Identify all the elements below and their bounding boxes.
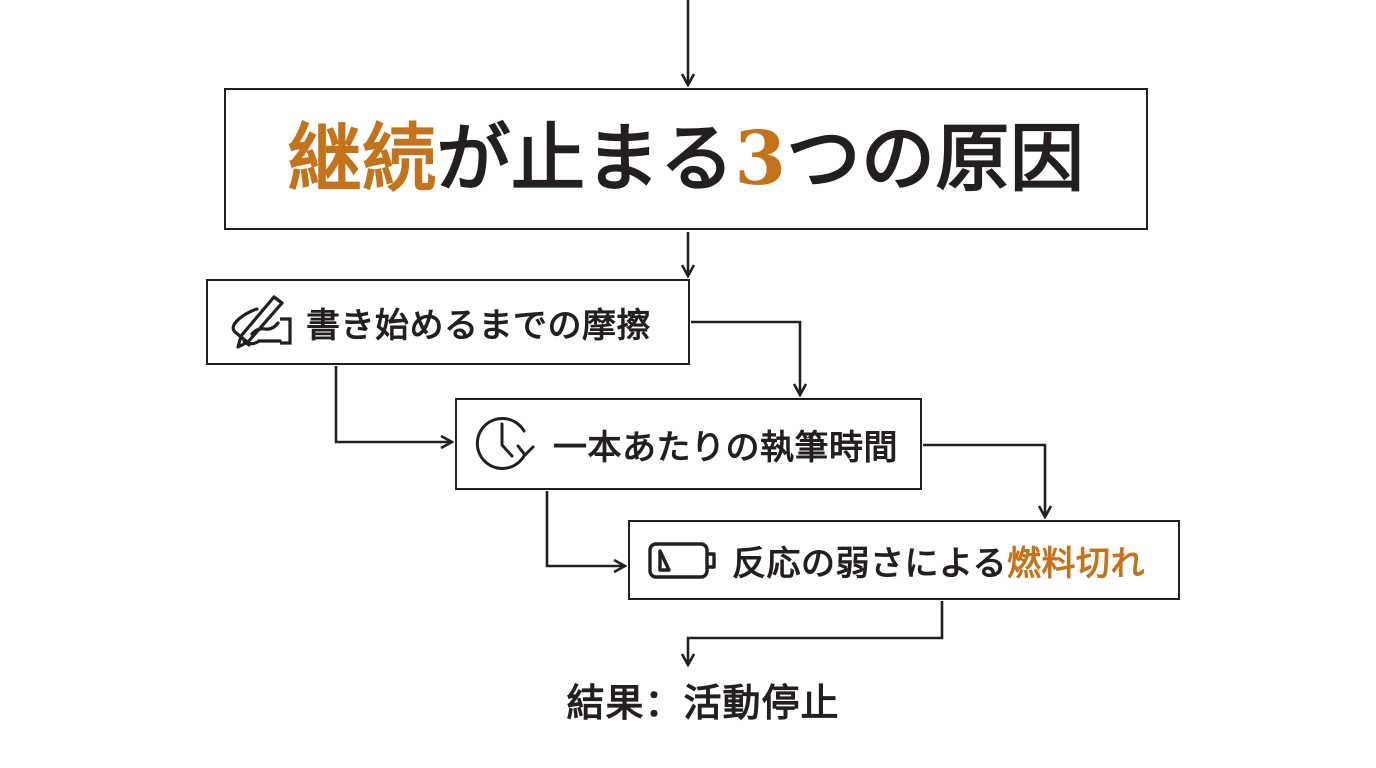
title-segment-1: 継続 xyxy=(287,116,437,202)
title-segment-4: つの原因 xyxy=(786,116,1085,202)
clock-arrow-icon xyxy=(471,411,543,477)
cause-3-text-highlight: 燃料切れ xyxy=(1006,543,1145,584)
cause-box-2: 一本あたりの執筆時間 xyxy=(455,398,922,490)
cause-1-text: 書き始めるまでの摩擦 xyxy=(306,305,651,346)
title-text: 継続が止まる3つの原因 xyxy=(288,122,1085,196)
arrow-cause1-to-cause2-top xyxy=(691,320,800,394)
cause-3-text-plain: 反応の弱さによる xyxy=(732,543,1007,584)
cause-box-3: 反応の弱さによる燃料切れ xyxy=(628,520,1180,600)
title-box: 継続が止まる3つの原因 xyxy=(224,88,1148,230)
result-text: 結果：活動停止 xyxy=(566,681,840,725)
cause-2-label: 一本あたりの執筆時間 xyxy=(553,420,898,469)
cause-3-label: 反応の弱さによる燃料切れ xyxy=(732,536,1145,585)
title-segment-3: 3 xyxy=(734,116,787,202)
low-battery-icon xyxy=(644,533,722,587)
cause-2-text: 一本あたりの執筆時間 xyxy=(553,427,898,468)
arrow-cause2-to-cause3-left xyxy=(545,491,624,566)
arrow-cause1-to-cause2-left xyxy=(334,366,451,442)
arrow-cause3-to-result xyxy=(688,601,944,664)
cause-1-label: 書き始めるまでの摩擦 xyxy=(306,298,651,347)
cause-box-1: 書き始めるまでの摩擦 xyxy=(206,279,690,365)
hand-writing-pen-icon xyxy=(222,289,296,355)
arrow-cause2-to-cause3-top xyxy=(923,443,1045,516)
title-segment-2: が止まる xyxy=(436,116,735,202)
